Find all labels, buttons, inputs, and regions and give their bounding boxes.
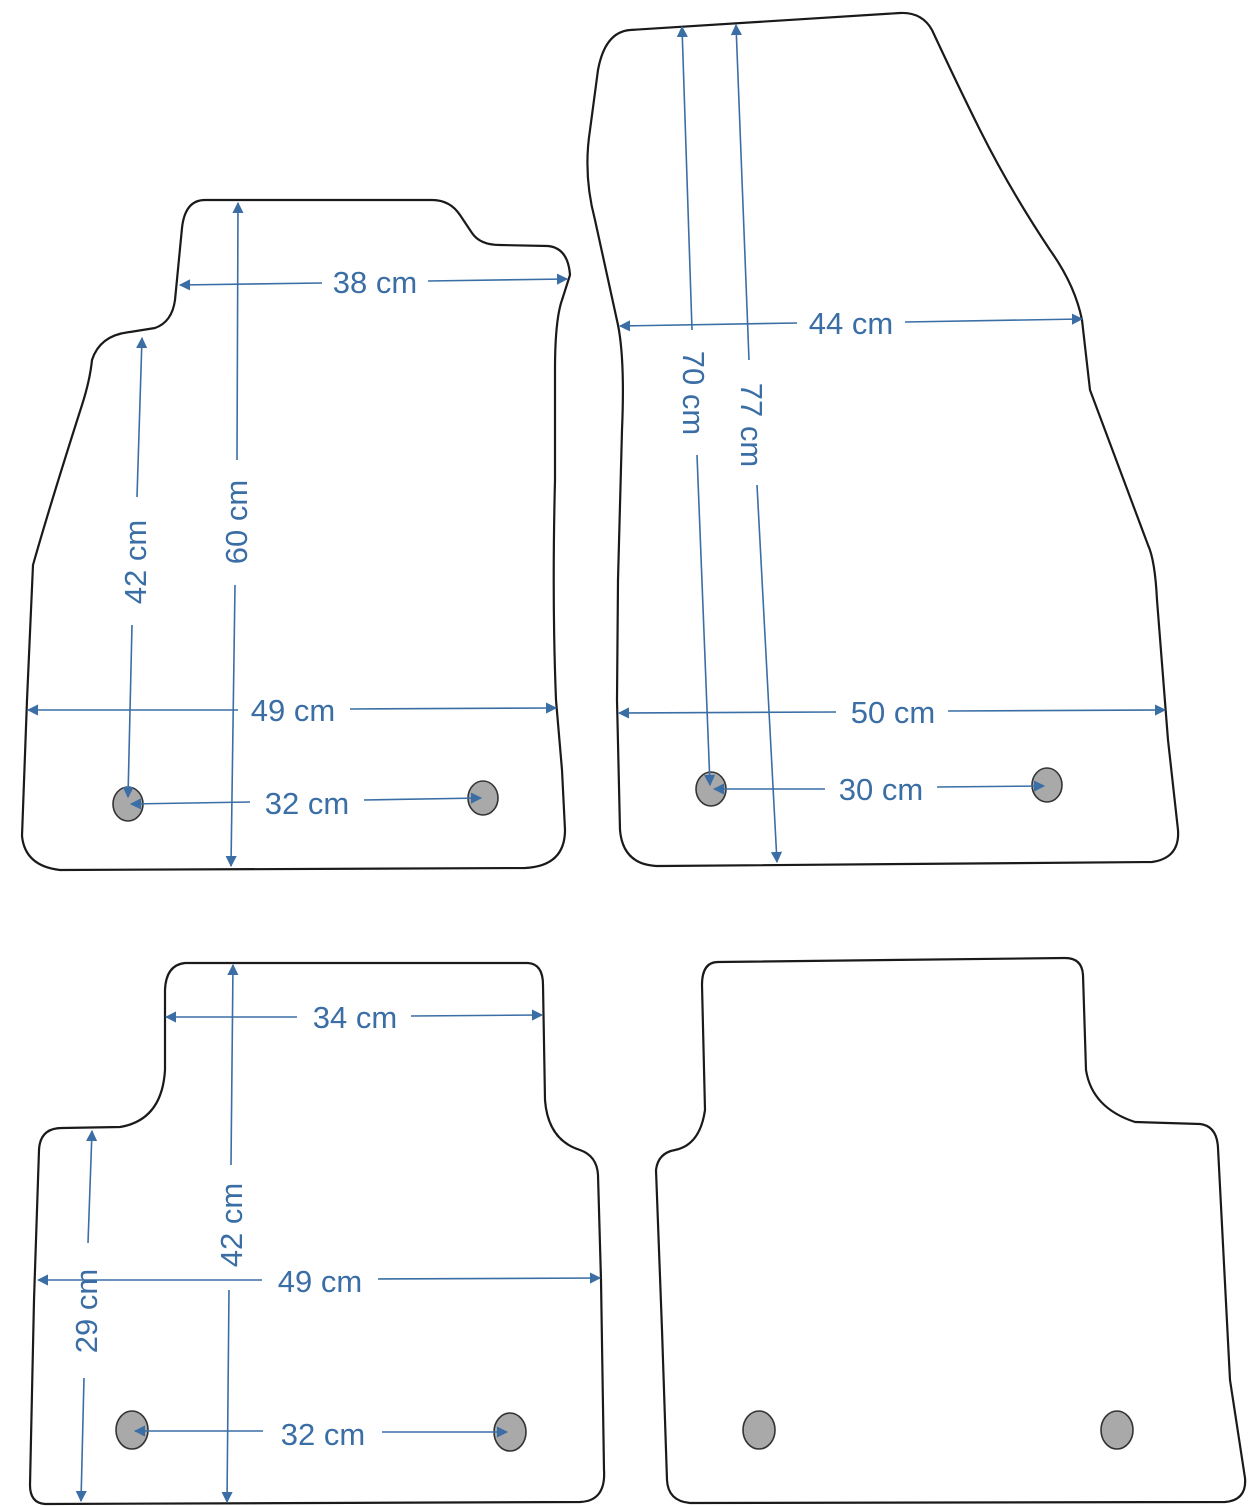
rear-right-mat <box>654 956 1247 1505</box>
dimension-38cm: 38 cm <box>178 265 569 300</box>
dimension-label: 60 cm <box>219 480 254 564</box>
dimension-label: 32 cm <box>281 1417 365 1452</box>
dimension-label: 30 cm <box>839 772 923 807</box>
rear-right-mat-outline <box>654 956 1247 1505</box>
dimension-49cm-front: 49 cm <box>26 693 558 728</box>
rear-left-mat: 34 cm 42 cm 49 cm 29 cm 32 cm <box>28 961 606 1506</box>
front-right-clip-right <box>1031 767 1063 803</box>
dimension-50cm: 50 cm <box>617 695 1167 730</box>
rear-left-clip-left <box>115 1410 149 1450</box>
dimension-44cm: 44 cm <box>618 306 1084 341</box>
front-right-mat: 44 cm 70 cm 77 cm 50 cm 30 cm <box>586 11 1180 868</box>
front-left-mat-outline <box>20 198 572 872</box>
front-right-mat-outline <box>586 11 1180 868</box>
rear-left-mat-outline <box>28 961 606 1506</box>
dimension-label: 42 cm <box>214 1183 249 1267</box>
dimension-label: 42 cm <box>118 520 153 604</box>
dimension-label: 29 cm <box>69 1269 104 1353</box>
dimension-label: 49 cm <box>251 693 335 728</box>
dimension-label: 77 cm <box>734 383 769 467</box>
dimension-30cm: 30 cm <box>712 772 1046 807</box>
dimension-42cm-rear: 42 cm <box>214 963 249 1504</box>
dimension-32cm-front: 32 cm <box>129 786 483 821</box>
dimension-label: 44 cm <box>809 306 893 341</box>
dimension-label: 49 cm <box>278 1264 362 1299</box>
dimension-29cm: 29 cm <box>69 1129 104 1503</box>
dimension-70cm: 70 cm <box>676 25 716 787</box>
dimension-label: 32 cm <box>265 786 349 821</box>
dimension-label: 50 cm <box>851 695 935 730</box>
rear-right-clip-left <box>742 1410 776 1450</box>
dimension-label: 70 cm <box>676 351 711 435</box>
rear-right-clip-right <box>1100 1410 1134 1450</box>
dimension-49cm-rear: 49 cm <box>36 1264 602 1299</box>
dimension-32cm-rear: 32 cm <box>133 1417 509 1452</box>
dimension-42cm-front: 42 cm <box>118 336 153 799</box>
dimension-label: 34 cm <box>313 1000 397 1035</box>
dimension-60cm: 60 cm <box>219 201 254 868</box>
front-left-mat: 38 cm 42 cm 60 cm 49 cm 32 cm <box>20 198 572 872</box>
dimension-77cm: 77 cm <box>730 23 783 864</box>
dimension-34cm: 34 cm <box>164 1000 544 1035</box>
dimension-label: 38 cm <box>333 265 417 300</box>
